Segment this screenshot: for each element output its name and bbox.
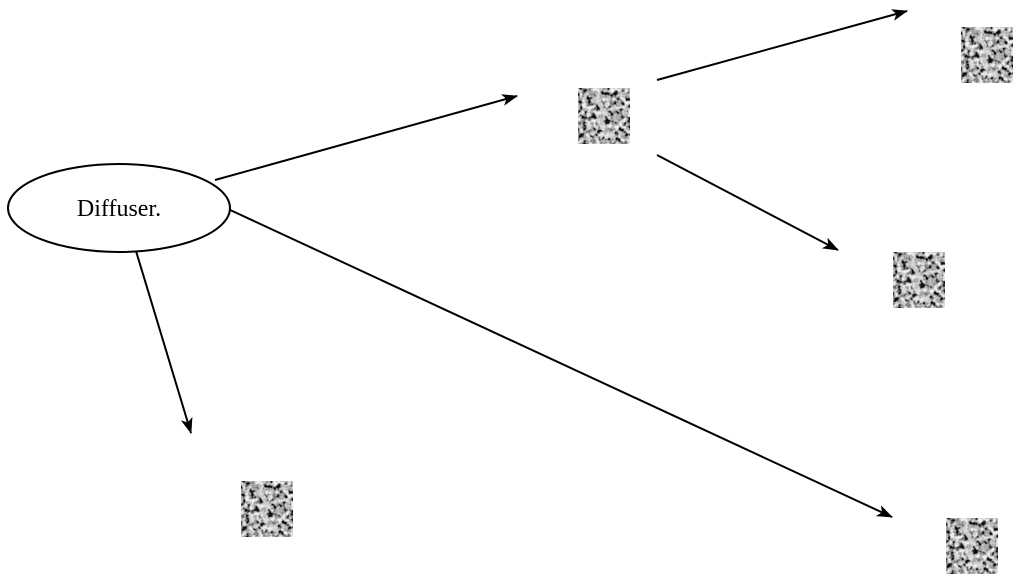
intermediate-node [523,68,630,144]
speckle-thumbnail [961,27,1013,83]
cross-icon [188,463,224,499]
edge-intermediate-to-middle-right [656,154,839,251]
bottom-right-node [895,500,998,574]
cross-icon [523,68,559,104]
middle-right-node [842,236,945,308]
cross-icon [895,500,931,536]
edge-source-to-bottom-right [227,208,893,518]
speckle-thumbnail [578,88,630,144]
edge-intermediate-to-top-right [656,9,908,81]
source-ellipse [7,163,231,253]
source-label: Diffuser. [77,196,161,222]
edges [135,9,908,518]
edge-source-to-intermediate [214,94,518,181]
source-node: Diffuser. [7,163,231,253]
top-right-node [907,5,1013,83]
speckle-thumbnail [893,252,945,308]
speckle-thumbnail [946,518,998,574]
speckle-thumbnail [241,481,293,537]
cross-icon [842,236,878,272]
bottom-left-node [188,463,293,537]
edge-source-to-bottom-left [135,250,193,434]
cross-icon [907,5,943,41]
